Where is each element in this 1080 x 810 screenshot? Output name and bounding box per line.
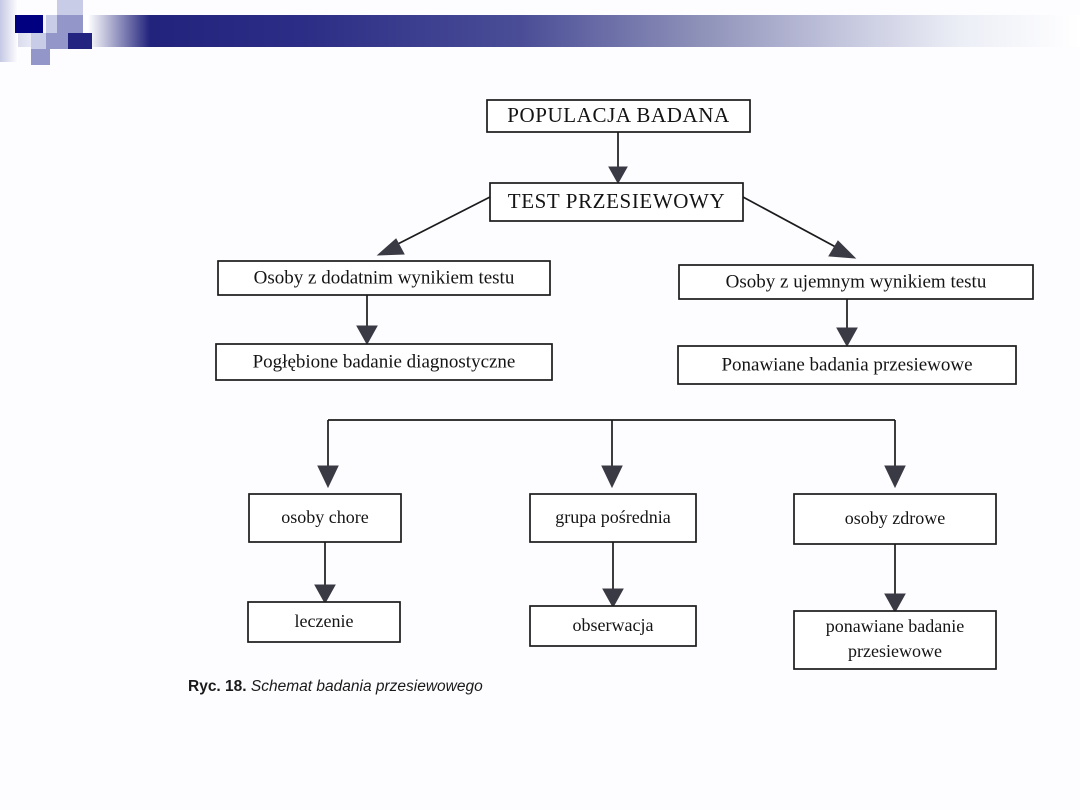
header-square-light-1 — [0, 0, 18, 62]
slide-header-decoration — [0, 0, 1080, 65]
node-screening-test-label: TEST PRZESIEWOWY — [508, 189, 725, 213]
node-observation[interactable]: obserwacja — [529, 605, 697, 647]
arrow-head-to-negative — [828, 240, 857, 259]
arrow-head-to-treatment — [314, 584, 336, 605]
node-treatment[interactable]: leczenie — [247, 601, 401, 643]
node-observation-label: obserwacja — [573, 615, 654, 635]
node-repeat-exam-label-line1: ponawiane badanie — [826, 616, 964, 636]
node-sick-people-label: osoby chore — [281, 507, 368, 527]
node-healthy-people[interactable]: osoby zdrowe — [793, 493, 997, 545]
node-negative-result-label: Osoby z ujemnym wynikiem testu — [726, 271, 987, 292]
node-positive-result[interactable]: Osoby z dodatnim wynikiem testu — [217, 260, 551, 296]
figure-caption-label: Ryc. 18. — [188, 678, 247, 695]
node-repeat-exam[interactable]: ponawiane badanie przesiewowe — [793, 610, 997, 670]
arrow-head-to-repeat-screening — [836, 327, 858, 348]
node-deep-diagnostic[interactable]: Pogłębione badanie diagnostyczne — [215, 343, 553, 381]
arrow-head-to-repeat-exam — [884, 593, 906, 614]
edge-test-to-negative — [742, 196, 846, 253]
node-healthy-people-label: osoby zdrowe — [845, 508, 945, 528]
connectors — [314, 132, 906, 614]
header-square-mid-2 — [46, 33, 72, 49]
header-square-mid-1 — [57, 15, 83, 33]
arrow-head-to-healthy-people — [884, 465, 906, 489]
node-sick-people[interactable]: osoby chore — [248, 493, 402, 543]
node-screening-test[interactable]: TEST PRZESIEWOWY — [489, 182, 744, 222]
edge-test-to-positive — [387, 196, 491, 250]
node-intermediate-label: grupa pośrednia — [555, 507, 670, 527]
arrow-head-to-intermediate — [601, 465, 623, 489]
header-square-light-2 — [57, 0, 83, 15]
node-positive-result-label: Osoby z dodatnim wynikiem testu — [254, 267, 515, 288]
header-square-dark — [15, 15, 43, 33]
arrow-head-to-test — [608, 166, 628, 185]
node-deep-diagnostic-label: Pogłębione badanie diagnostyczne — [253, 351, 516, 372]
header-gradient-bar — [0, 15, 1080, 47]
header-square-mid-3 — [31, 49, 50, 65]
node-population-label: POPULACJA BADANA — [507, 103, 730, 127]
header-square-navy — [68, 33, 92, 49]
arrow-head-to-diagnostic — [356, 325, 378, 346]
node-repeat-exam-label-line2: przesiewowe — [848, 641, 942, 661]
node-repeat-screening-label: Ponawiane badania przesiewowe — [721, 354, 972, 375]
node-intermediate[interactable]: grupa pośrednia — [529, 493, 697, 543]
arrow-head-to-sick-people — [317, 465, 339, 489]
node-treatment-label: leczenie — [295, 611, 354, 631]
node-population[interactable]: POPULACJA BADANA — [486, 99, 751, 133]
node-negative-result[interactable]: Osoby z ujemnym wynikiem testu — [678, 264, 1034, 300]
figure-caption: Ryc. 18. Schemat badania przesiewowego — [188, 678, 483, 696]
node-repeat-screening[interactable]: Ponawiane badania przesiewowe — [677, 345, 1017, 385]
figure-caption-text: Schemat badania przesiewowego — [250, 678, 483, 695]
arrow-head-to-positive — [376, 238, 405, 256]
arrow-head-to-observation — [602, 588, 624, 609]
